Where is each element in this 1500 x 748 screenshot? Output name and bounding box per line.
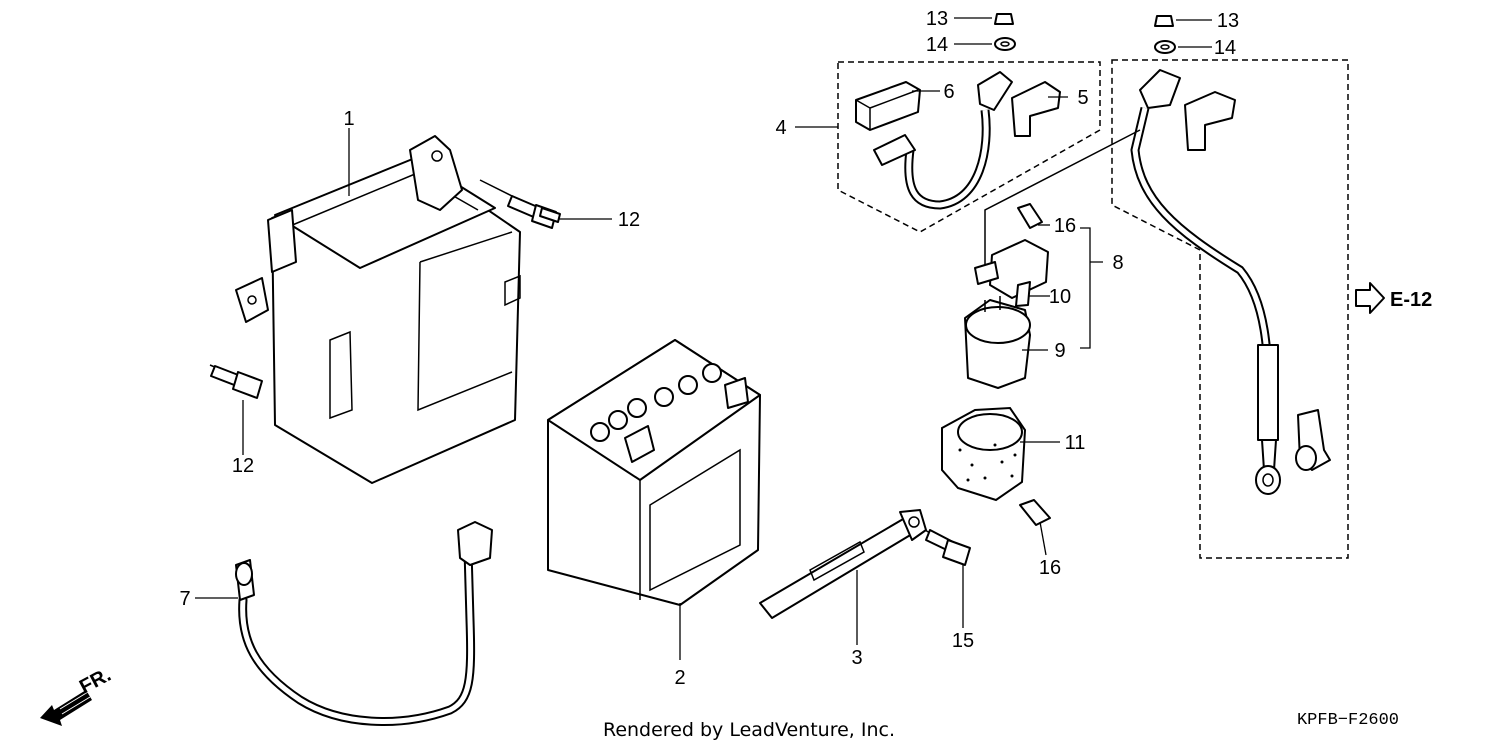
bolt-15 xyxy=(924,529,971,566)
callout-14-right: 14 xyxy=(1214,37,1236,59)
callout-3: 3 xyxy=(851,647,862,669)
callout-4: 4 xyxy=(775,117,786,139)
bolt-12-top xyxy=(479,179,561,229)
callout-7: 7 xyxy=(179,588,190,610)
bolt-12-left xyxy=(209,364,263,399)
washer-14-left xyxy=(994,37,1016,51)
negative-cable xyxy=(235,521,493,726)
callout-16-top: 16 xyxy=(1054,215,1076,237)
callout-6: 6 xyxy=(943,81,954,103)
reference-label: E-12 xyxy=(1390,289,1432,311)
battery-case xyxy=(235,135,521,484)
nut-13-left xyxy=(994,13,1014,25)
callout-12-left: 12 xyxy=(232,455,254,477)
group-8-bracket xyxy=(1080,227,1103,349)
callout-5: 5 xyxy=(1077,87,1088,109)
nut-13-right xyxy=(1154,15,1174,27)
reference-arrow-icon xyxy=(1355,282,1385,314)
callout-14-left: 14 xyxy=(926,34,948,56)
battery-holder-bar xyxy=(759,509,927,619)
callout-15: 15 xyxy=(952,630,974,652)
battery-cell-caps xyxy=(590,363,722,442)
callout-1: 1 xyxy=(343,108,354,130)
callout-2: 2 xyxy=(674,667,685,689)
battery xyxy=(547,339,761,606)
callout-11: 11 xyxy=(1065,432,1086,454)
cable-set-4 xyxy=(837,61,1101,233)
callout-16-bottom: 16 xyxy=(1039,557,1061,579)
washer-14-right xyxy=(1154,40,1176,54)
credit-text: Rendered by LeadVenture, Inc. xyxy=(603,719,895,741)
callout-9: 9 xyxy=(1054,340,1065,362)
callout-10: 10 xyxy=(1049,286,1071,308)
callout-13-left: 13 xyxy=(926,8,948,30)
callout-12-top: 12 xyxy=(618,209,640,231)
front-direction-arrow-icon xyxy=(40,687,92,726)
starter-relay-group xyxy=(941,129,1141,526)
callout-13-right: 13 xyxy=(1217,10,1239,32)
callout-8: 8 xyxy=(1112,252,1123,274)
diagram-code: KPFB−F2600 xyxy=(1297,711,1399,730)
positive-cable-group xyxy=(1111,59,1349,559)
leader-lines xyxy=(195,17,1212,660)
